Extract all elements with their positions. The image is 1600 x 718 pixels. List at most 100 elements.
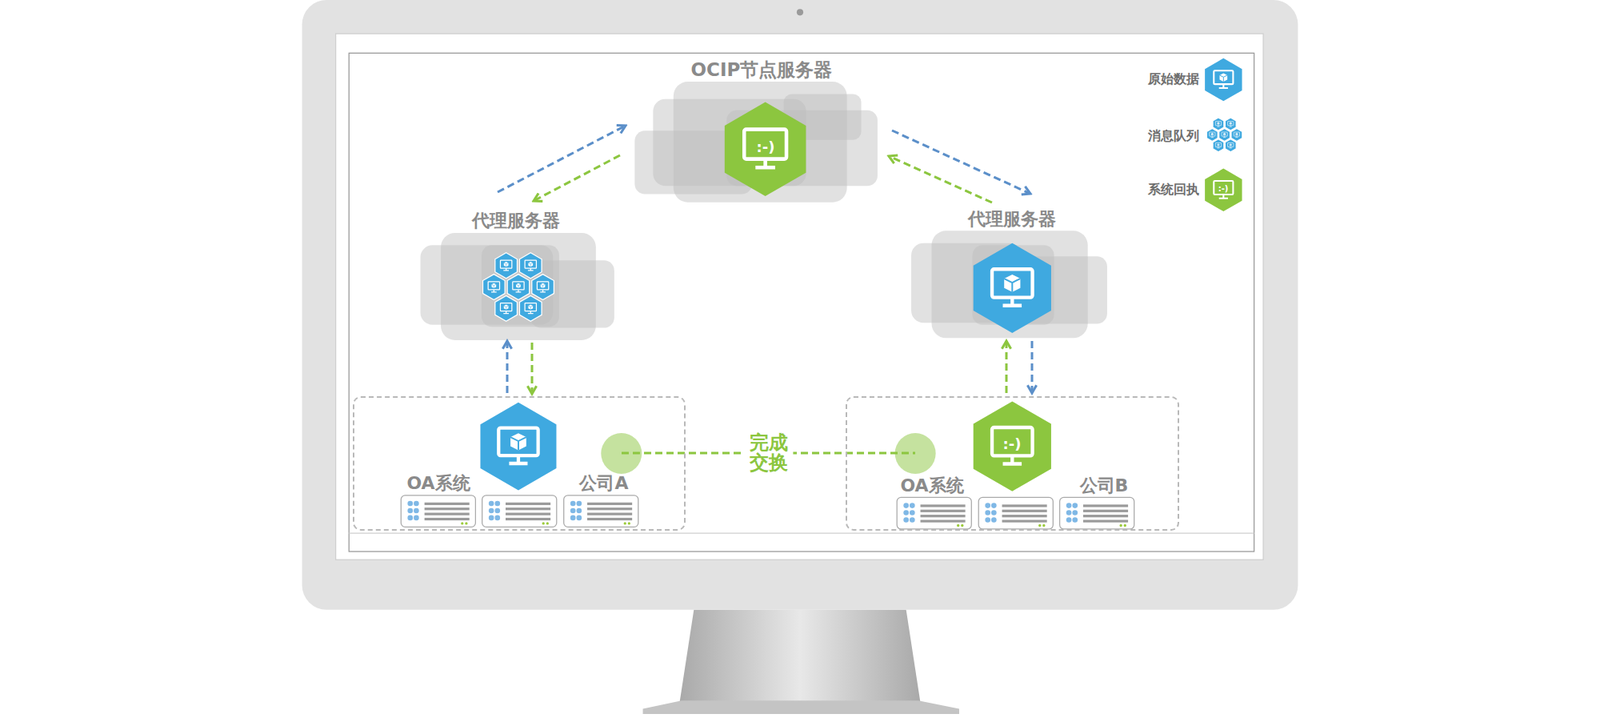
hexagon xyxy=(519,295,542,321)
server-cloud: 代理服务器 xyxy=(911,208,1108,339)
node-heading: 代理服务器 xyxy=(472,210,560,232)
screen-glyph-text: :-) xyxy=(756,140,776,155)
ocip-cloud xyxy=(634,81,878,203)
hexagon xyxy=(973,400,1052,491)
hexagon xyxy=(724,102,807,196)
hex-icon xyxy=(480,402,556,491)
hex-icon xyxy=(519,295,542,321)
hex-icon xyxy=(532,274,555,300)
monitor-screen xyxy=(336,33,1264,560)
hexagon xyxy=(519,252,542,279)
exchange-dot xyxy=(895,432,936,474)
hex-icon xyxy=(519,252,542,279)
hex-icon xyxy=(1206,128,1218,141)
monitor-glyph xyxy=(500,260,512,271)
server-unit xyxy=(400,495,476,528)
legend-text: 消息队列 xyxy=(1095,128,1200,144)
monitor-glyph xyxy=(1215,142,1221,148)
server-cloud: 代理服务器 xyxy=(420,209,615,342)
monitor-glyph xyxy=(498,428,538,464)
monitor-glyph xyxy=(1228,121,1234,128)
monitor-glyph xyxy=(512,281,524,292)
hex-icon xyxy=(1204,168,1242,212)
hex-icon xyxy=(495,252,518,279)
hexagon xyxy=(973,243,1052,333)
monitor-glyph xyxy=(744,129,787,168)
monitor-glyph xyxy=(524,260,536,271)
company-zone: OA系统 公司A xyxy=(352,396,686,531)
server-row xyxy=(400,495,1134,529)
monitor-glyph xyxy=(488,281,500,292)
screen-frame xyxy=(348,52,1254,552)
floor-line xyxy=(348,532,1254,533)
monitor-glyph xyxy=(992,268,1033,305)
node-label: 公司B xyxy=(1080,475,1129,496)
screen-glyph-text: :-) xyxy=(1003,436,1022,452)
monitor-base xyxy=(643,700,960,714)
hex-icons xyxy=(480,58,1242,492)
node-label: OA系统 xyxy=(900,475,964,496)
node-heading: OCIP节点服务器 xyxy=(691,59,833,82)
hex-icon xyxy=(1204,58,1242,102)
monitor-glyph xyxy=(500,303,512,314)
edge-label: 完成 交换 xyxy=(744,431,793,475)
dashed-connector xyxy=(888,156,992,203)
proxy-cloud xyxy=(911,230,1108,338)
monitor-glyph xyxy=(1213,180,1233,199)
hexagon xyxy=(495,252,518,279)
hexagon xyxy=(495,295,518,321)
monitor-glyph xyxy=(992,427,1033,464)
hex-icon xyxy=(1212,117,1224,131)
cloud-block xyxy=(530,260,615,328)
legend-text: 系统回执 xyxy=(1095,181,1200,198)
hexagon xyxy=(480,402,556,491)
monitor-glyph xyxy=(1221,132,1228,138)
company-zone: OA系统 公司B xyxy=(845,396,1180,531)
dashed-connector xyxy=(533,155,620,201)
server-unit xyxy=(1060,496,1135,529)
hexagon xyxy=(1219,128,1231,141)
hex-icon xyxy=(973,400,1052,491)
hexagon xyxy=(1224,139,1236,152)
hexagon xyxy=(1212,117,1224,131)
hexagon xyxy=(532,274,555,300)
monitor-glyph xyxy=(1233,132,1240,138)
node-label: OA系统 xyxy=(406,472,470,494)
server-unit xyxy=(482,495,557,528)
node-heading: 代理服务器 xyxy=(968,208,1056,230)
server-unit xyxy=(896,496,972,529)
server-unit xyxy=(564,495,639,528)
hexagon xyxy=(507,274,530,300)
monitor-glyph xyxy=(1228,142,1234,148)
hex-icon xyxy=(724,102,807,196)
monitor-glyph xyxy=(524,303,536,314)
dashed-connector xyxy=(531,342,534,394)
monitor-glyph xyxy=(1213,70,1233,88)
dashed-connector xyxy=(1031,340,1034,393)
hex-icon xyxy=(495,295,518,321)
hexagon xyxy=(483,274,506,300)
hex-icon xyxy=(1231,128,1243,141)
dashed-connector xyxy=(506,340,509,393)
proxy-cloud xyxy=(420,232,615,340)
screen-glyph-text: :-) xyxy=(1218,184,1229,193)
hex-icon xyxy=(1212,139,1224,152)
hex-icon xyxy=(507,274,530,300)
hexagon xyxy=(1206,128,1218,141)
hexagon xyxy=(1204,58,1242,102)
hexagon xyxy=(1212,139,1224,152)
node-label: 公司A xyxy=(579,472,628,494)
hexagon xyxy=(1231,128,1243,141)
server-unit xyxy=(978,496,1053,529)
hex-icon xyxy=(1219,128,1231,141)
legend-text: 原始数据 xyxy=(1095,71,1200,88)
monitor-glyph xyxy=(536,281,548,292)
hex-icon xyxy=(973,243,1052,333)
dashed-connector xyxy=(1005,340,1008,393)
dashed-connector xyxy=(892,130,1031,194)
monitor-glyph xyxy=(1209,132,1216,138)
hex-icon xyxy=(1224,139,1236,152)
